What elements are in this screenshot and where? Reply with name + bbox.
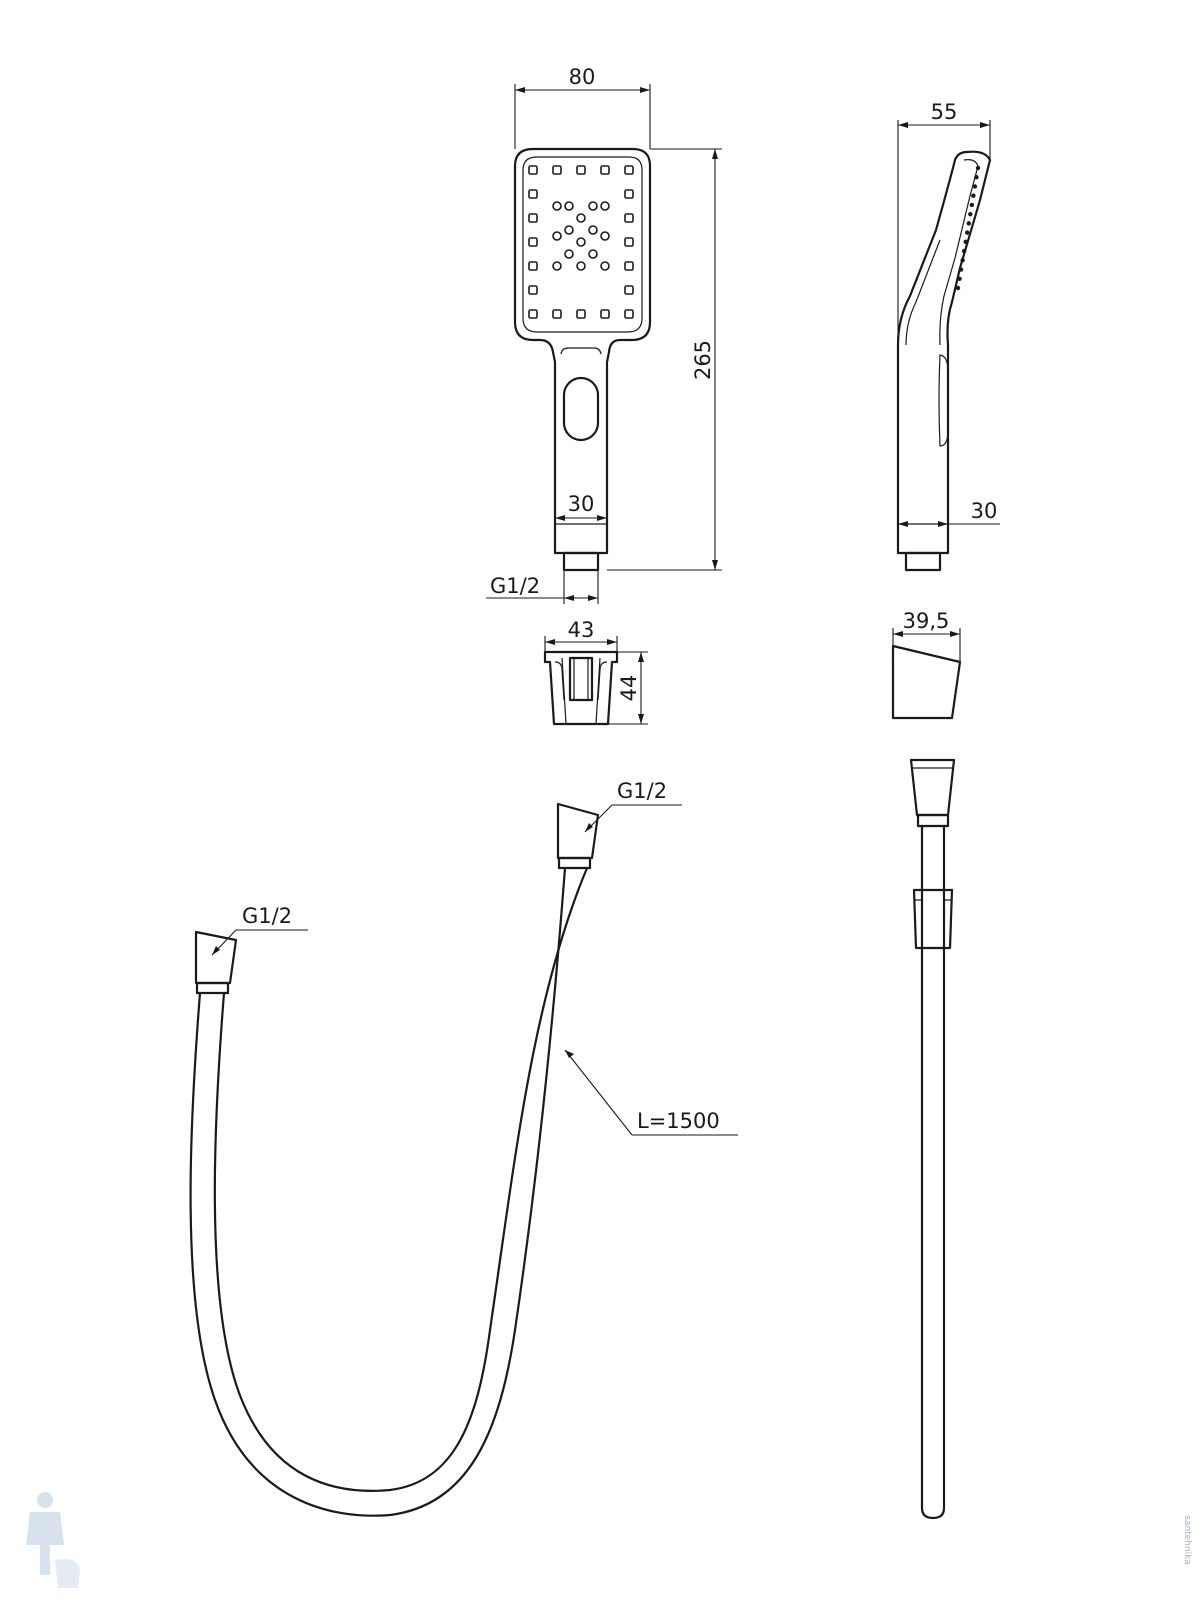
hose-curved-view: [189, 802, 600, 1517]
side-nozzle-dot: [961, 248, 967, 254]
dimension-overall-length: 265: [607, 148, 722, 571]
nozzle-round: [564, 249, 574, 259]
nozzle-round: [588, 225, 598, 235]
shower-head-front-view: [513, 147, 652, 572]
leader-hose-thread-left: G1/2: [211, 904, 308, 956]
holder-side-view: [891, 644, 962, 720]
nozzle-round: [576, 261, 586, 271]
hose-length-label: L=1500: [637, 1109, 720, 1133]
nozzle-square: [552, 165, 562, 175]
dimension-holder-width: 43: [544, 618, 618, 652]
side-nozzle-dot: [965, 230, 970, 235]
nozzle-square: [624, 285, 634, 295]
dimension-head-depth: 55: [897, 100, 991, 345]
dimension-head-width: 80: [514, 65, 651, 149]
nozzle-square: [528, 285, 538, 295]
side-nozzle-dot: [974, 175, 979, 180]
nozzle-square: [528, 261, 538, 271]
nozzle-round: [588, 249, 598, 259]
nozzle-square: [600, 165, 610, 175]
dimension-handle-width-front: 30: [555, 492, 607, 521]
overall-length-label: 265: [691, 340, 715, 380]
nozzle-square: [624, 213, 634, 223]
nozzle-square: [600, 309, 610, 319]
nozzle-square: [624, 189, 634, 199]
nozzle-round: [600, 231, 610, 241]
leader-hose-thread-right: G1/2: [584, 779, 682, 833]
side-nozzle-dot: [971, 193, 976, 198]
head-depth-label: 55: [931, 100, 958, 124]
nozzle-square: [624, 261, 634, 271]
nozzle-square: [528, 237, 538, 247]
dimension-holder-side-width: 39,5: [892, 609, 961, 662]
side-nozzle-dot: [972, 184, 978, 189]
nozzle-round: [552, 231, 562, 241]
nozzle-round: [564, 225, 574, 235]
nozzle-round: [576, 213, 586, 223]
thread-handle-label: G1/2: [490, 574, 540, 598]
holder-height-label: 44: [617, 675, 641, 702]
side-nozzle-dot: [960, 258, 965, 263]
side-nozzle-dot: [955, 285, 961, 291]
nozzle-round: [564, 201, 574, 211]
hose-straight-view: [909, 758, 956, 1520]
handle-width-front-label: 30: [568, 492, 595, 516]
watermark-logo: [26, 1492, 80, 1588]
nozzle-square: [528, 165, 538, 175]
watermark-side-text: santehnika: [1182, 1515, 1192, 1564]
nozzle-square: [624, 165, 634, 175]
dimension-thread-handle: G1/2: [486, 570, 599, 604]
side-nozzles: [955, 165, 981, 291]
spray-nozzles: [528, 165, 634, 319]
nozzle-square: [528, 213, 538, 223]
holder-front-view: [543, 650, 619, 726]
side-nozzle-dot: [958, 267, 964, 272]
nozzle-square: [552, 309, 562, 319]
side-nozzle-dot: [969, 202, 975, 208]
side-nozzle-dot: [968, 211, 973, 217]
nozzle-round: [552, 261, 562, 271]
side-nozzle-dot: [963, 239, 968, 245]
nozzle-square: [576, 309, 586, 319]
watermark-text: santehnika: [1182, 1515, 1192, 1564]
nozzle-round: [588, 201, 598, 211]
holder-side-width-label: 39,5: [903, 609, 950, 633]
nozzle-square: [528, 189, 538, 199]
nozzle-square: [624, 309, 634, 319]
holder-width-label: 43: [568, 618, 595, 642]
nozzle-round: [600, 201, 610, 211]
side-nozzle-dot: [975, 165, 981, 171]
hose-thread-left-label: G1/2: [242, 904, 292, 928]
head-width-label: 80: [569, 65, 596, 89]
nozzle-round: [576, 237, 586, 247]
leader-hose-length: L=1500: [564, 1049, 738, 1136]
dimension-holder-height: 44: [608, 651, 648, 725]
nozzle-square: [576, 165, 586, 175]
nozzle-round: [600, 261, 610, 271]
side-nozzle-dot: [966, 221, 971, 226]
nozzle-square: [624, 237, 634, 247]
dimension-handle-width-side: 30: [898, 499, 1000, 527]
handle-width-side-label: 30: [971, 499, 998, 523]
side-nozzle-dot: [957, 276, 962, 281]
nozzle-round: [552, 201, 562, 211]
nozzle-square: [528, 309, 538, 319]
hose-thread-right-label: G1/2: [617, 779, 667, 803]
